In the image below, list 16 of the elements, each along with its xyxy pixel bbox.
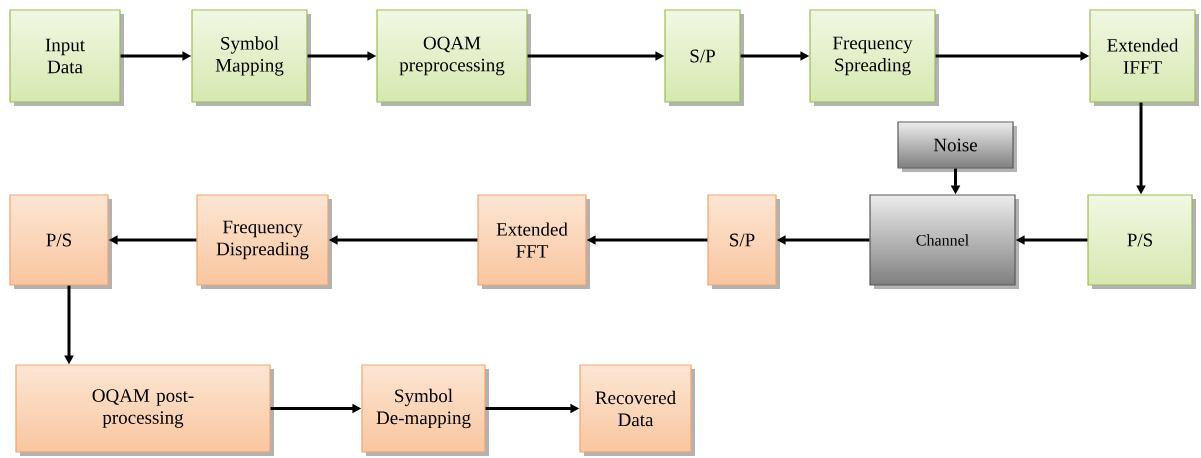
process-box: P/S [9,194,112,289]
process-box: S/P [664,9,744,106]
process-box: Frequency Dispreading [196,194,332,289]
process-box: Frequency Spreading [809,9,939,106]
process-box: OQAM preprocessing [376,9,531,106]
process-box: Symbol De-mapping [361,364,489,456]
process-box: Noise [897,121,1017,172]
process-box: OQAM post-processing [15,364,274,456]
process-box: Extended IFFT [1089,9,1199,106]
process-box: Input Data [9,9,124,106]
process-box: Recovered Data [579,364,695,456]
process-box: Symbol Mapping [191,9,311,106]
process-box: Extended FFT [477,194,590,289]
process-box: P/S [1087,194,1196,289]
process-box: S/P [707,194,780,289]
process-box: Channel [869,194,1019,289]
